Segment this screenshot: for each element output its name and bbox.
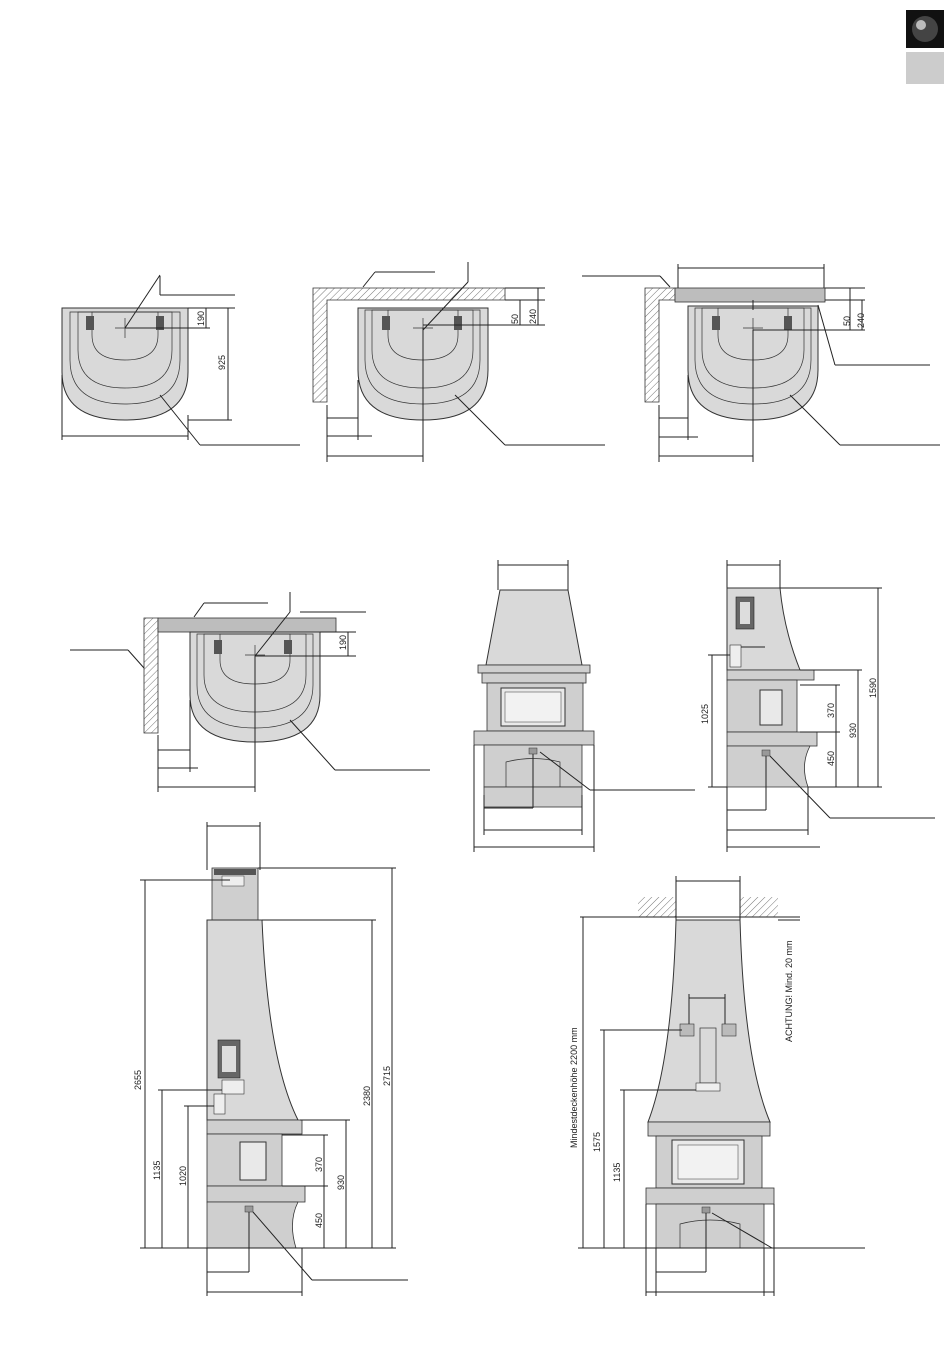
dim-50: 50 xyxy=(510,314,520,324)
dim-2380: 2380 xyxy=(362,1086,372,1106)
dim-240: 240 xyxy=(856,313,866,328)
dim-1135: 1135 xyxy=(152,1161,162,1180)
dim-925: 925 xyxy=(217,355,227,370)
dim-190: 190 xyxy=(196,311,206,326)
dim-450: 450 xyxy=(314,1213,324,1228)
front-view-small xyxy=(474,560,695,852)
dim-2715: 2715 xyxy=(382,1066,392,1086)
min-ceiling-height: Mindestdeckenhöhe 2200 mm xyxy=(569,1027,579,1148)
dim-1020: 1020 xyxy=(178,1166,188,1186)
dim-50: 50 xyxy=(842,316,852,326)
dim-370: 370 xyxy=(314,1157,324,1172)
plan-view-corner-panel: 190 xyxy=(70,592,430,792)
dim-370: 370 xyxy=(826,703,836,718)
plan-view-free-standing: 190 925 xyxy=(62,275,300,445)
corner-tab xyxy=(906,10,944,84)
dim-1025: 1025 xyxy=(700,704,710,724)
grey-square-icon xyxy=(906,52,944,84)
dim-1590: 1590 xyxy=(868,678,878,698)
warning-min-distance: ACHTUNG! Mind. 20 mm xyxy=(784,940,794,1042)
side-view-large: 2655 1135 1020 2380 2715 930 370 450 xyxy=(133,822,408,1296)
dim-450: 450 xyxy=(826,751,836,766)
plan-view-wall-back-panel: 50 240 xyxy=(582,264,940,462)
dim-190: 190 xyxy=(338,635,348,650)
dim-930: 930 xyxy=(336,1175,346,1190)
plan-view-wall-back: 50 240 xyxy=(313,262,605,462)
dim-2655: 2655 xyxy=(133,1070,143,1090)
front-view-large: Mindestdeckenhöhe 2200 mm 1575 1135 ACHT… xyxy=(569,876,865,1296)
dim-1135: 1135 xyxy=(612,1163,622,1182)
dim-240: 240 xyxy=(528,309,538,324)
side-view-small: 1025 370 450 930 1590 xyxy=(700,560,935,852)
dim-1575: 1575 xyxy=(592,1132,602,1152)
dim-930: 930 xyxy=(848,723,858,738)
